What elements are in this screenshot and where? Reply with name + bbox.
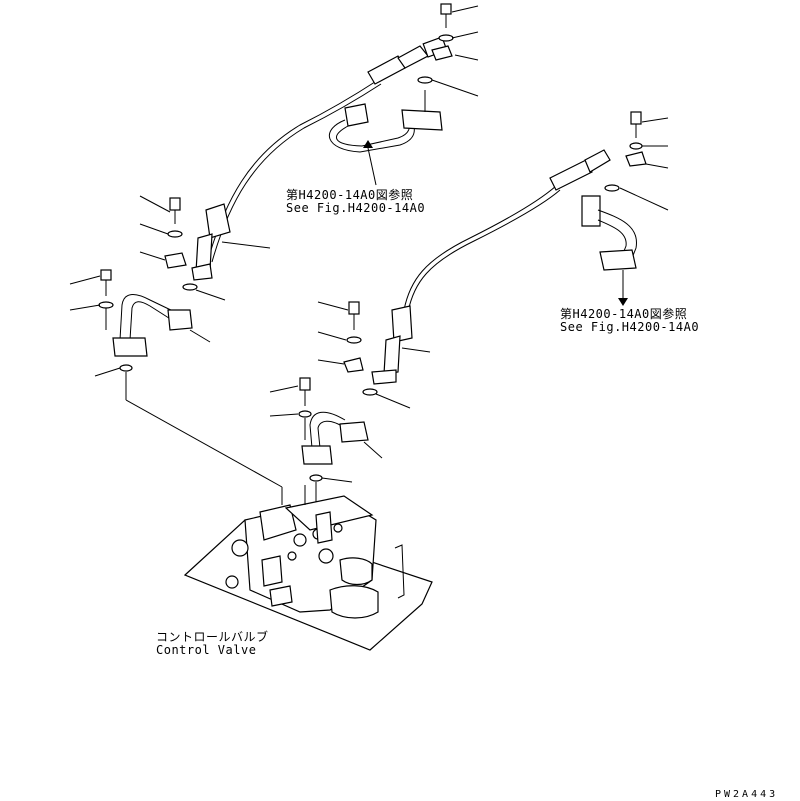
upper-bent-tube xyxy=(328,90,443,186)
reference-note-right: 第H4200-14A0図参照 See Fig.H4200-14A0 xyxy=(560,308,699,334)
drawing-code: PW2A443 xyxy=(715,789,779,800)
right-hose-assembly xyxy=(403,111,669,313)
middle-bent-tube xyxy=(269,377,383,510)
reference-note-right-en: See Fig.H4200-14A0 xyxy=(560,320,700,334)
reference-note-upper-en: See Fig.H4200-14A0 xyxy=(286,201,426,215)
right-bent-tube xyxy=(581,195,637,306)
middle-hose-end xyxy=(317,301,431,409)
control-valve xyxy=(183,485,433,651)
reference-note-upper: 第H4200-14A0図参照 See Fig.H4200-14A0 xyxy=(286,189,425,215)
left-hose-end xyxy=(139,195,271,301)
reference-note-right-jp: 第H4200-14A0図参照 xyxy=(560,307,688,321)
control-valve-label: コントロールバルブ Control Valve xyxy=(156,631,269,657)
reference-note-upper-jp: 第H4200-14A0図参照 xyxy=(286,188,414,202)
control-valve-label-jp: コントロールバルブ xyxy=(156,630,269,644)
left-bent-tube xyxy=(69,269,283,505)
upper-hose-assembly xyxy=(207,3,479,263)
control-valve-label-en: Control Valve xyxy=(156,643,257,657)
